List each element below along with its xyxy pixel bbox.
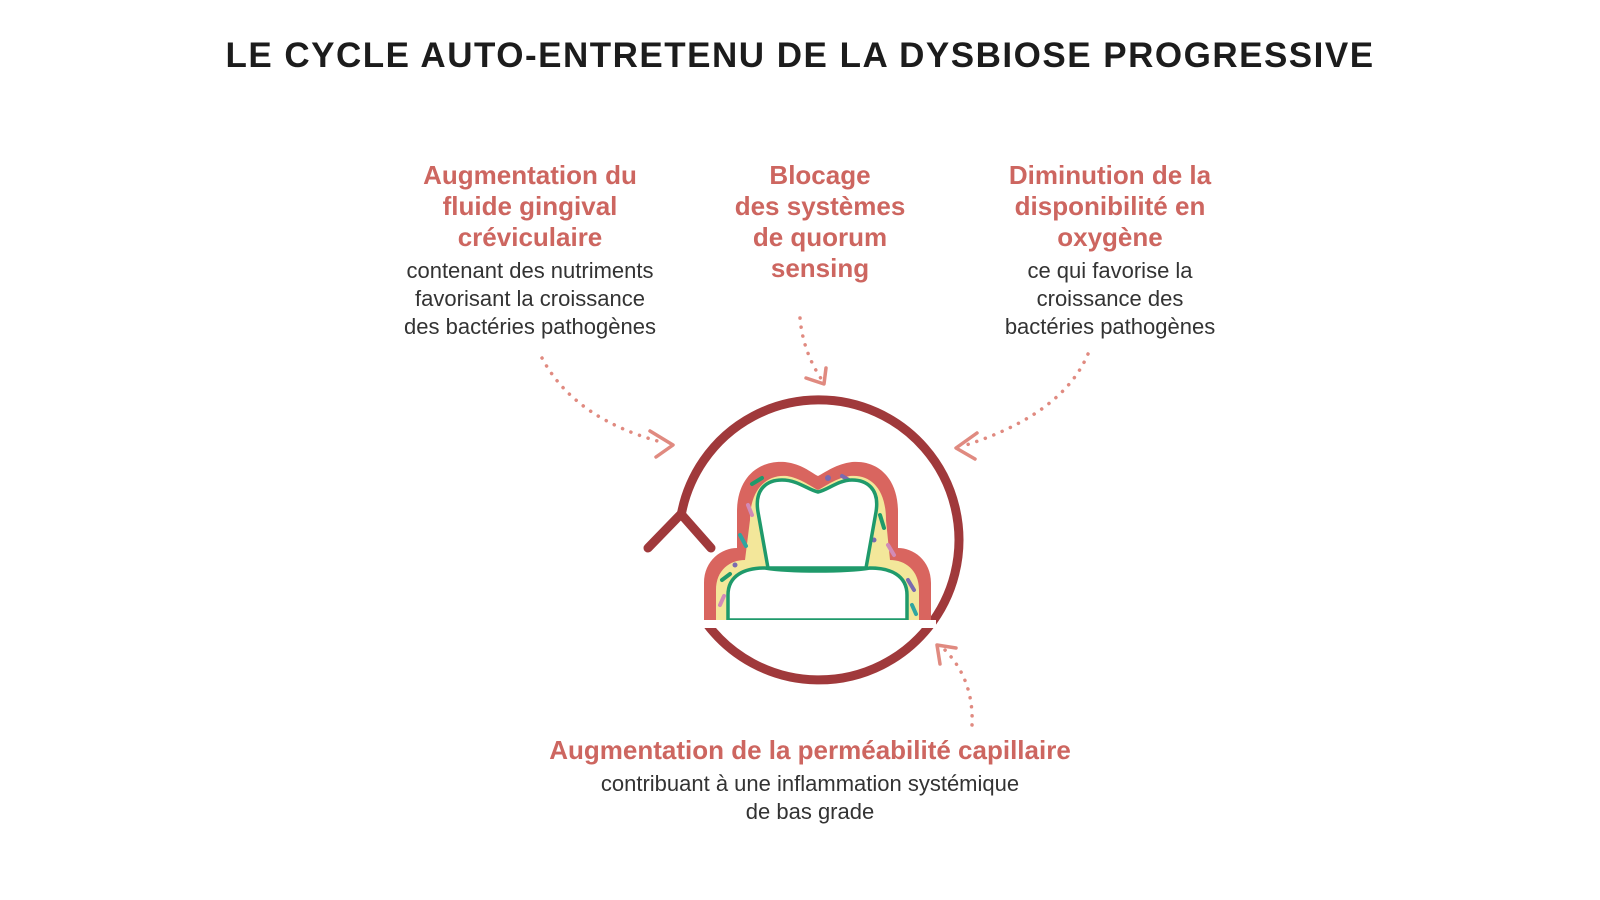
factor-quorum-sensing: Blocage des systèmes de quorum sensing [700, 160, 940, 284]
tooth-icon [700, 461, 936, 628]
factor-heading: Blocage des systèmes de quorum sensing [734, 160, 906, 283]
cycle-arrow-icon [643, 395, 964, 685]
factor-oxygen: Diminution de la disponibilité en oxygèn… [940, 160, 1280, 341]
diagram-title: LE CYCLE AUTO-ENTRETENU DE LA DYSBIOSE P… [225, 36, 1375, 75]
factor-gingival-fluid: Augmentation du fluide gingival crévicul… [360, 160, 700, 341]
factor-heading: Diminution de la disponibilité en oxygèn… [1008, 160, 1212, 252]
factor-description: ce qui favorise la croissance des bactér… [1004, 258, 1216, 339]
factor-description: contribuant à une inflammation systémiqu… [600, 771, 1020, 824]
factor-capillary-permeability: Augmentation de la perméabilité capillai… [450, 735, 1170, 826]
dotted-arrow-icon [540, 356, 675, 459]
dotted-arrow-icon [798, 316, 828, 386]
factor-heading: Augmentation de la perméabilité capillai… [549, 735, 1071, 765]
factor-heading: Augmentation du fluide gingival crévicul… [423, 160, 637, 252]
dotted-arrow-icon [935, 643, 974, 727]
dotted-arrow-icon [954, 352, 1090, 461]
factor-description: contenant des nutriments favorisant la c… [404, 258, 656, 339]
